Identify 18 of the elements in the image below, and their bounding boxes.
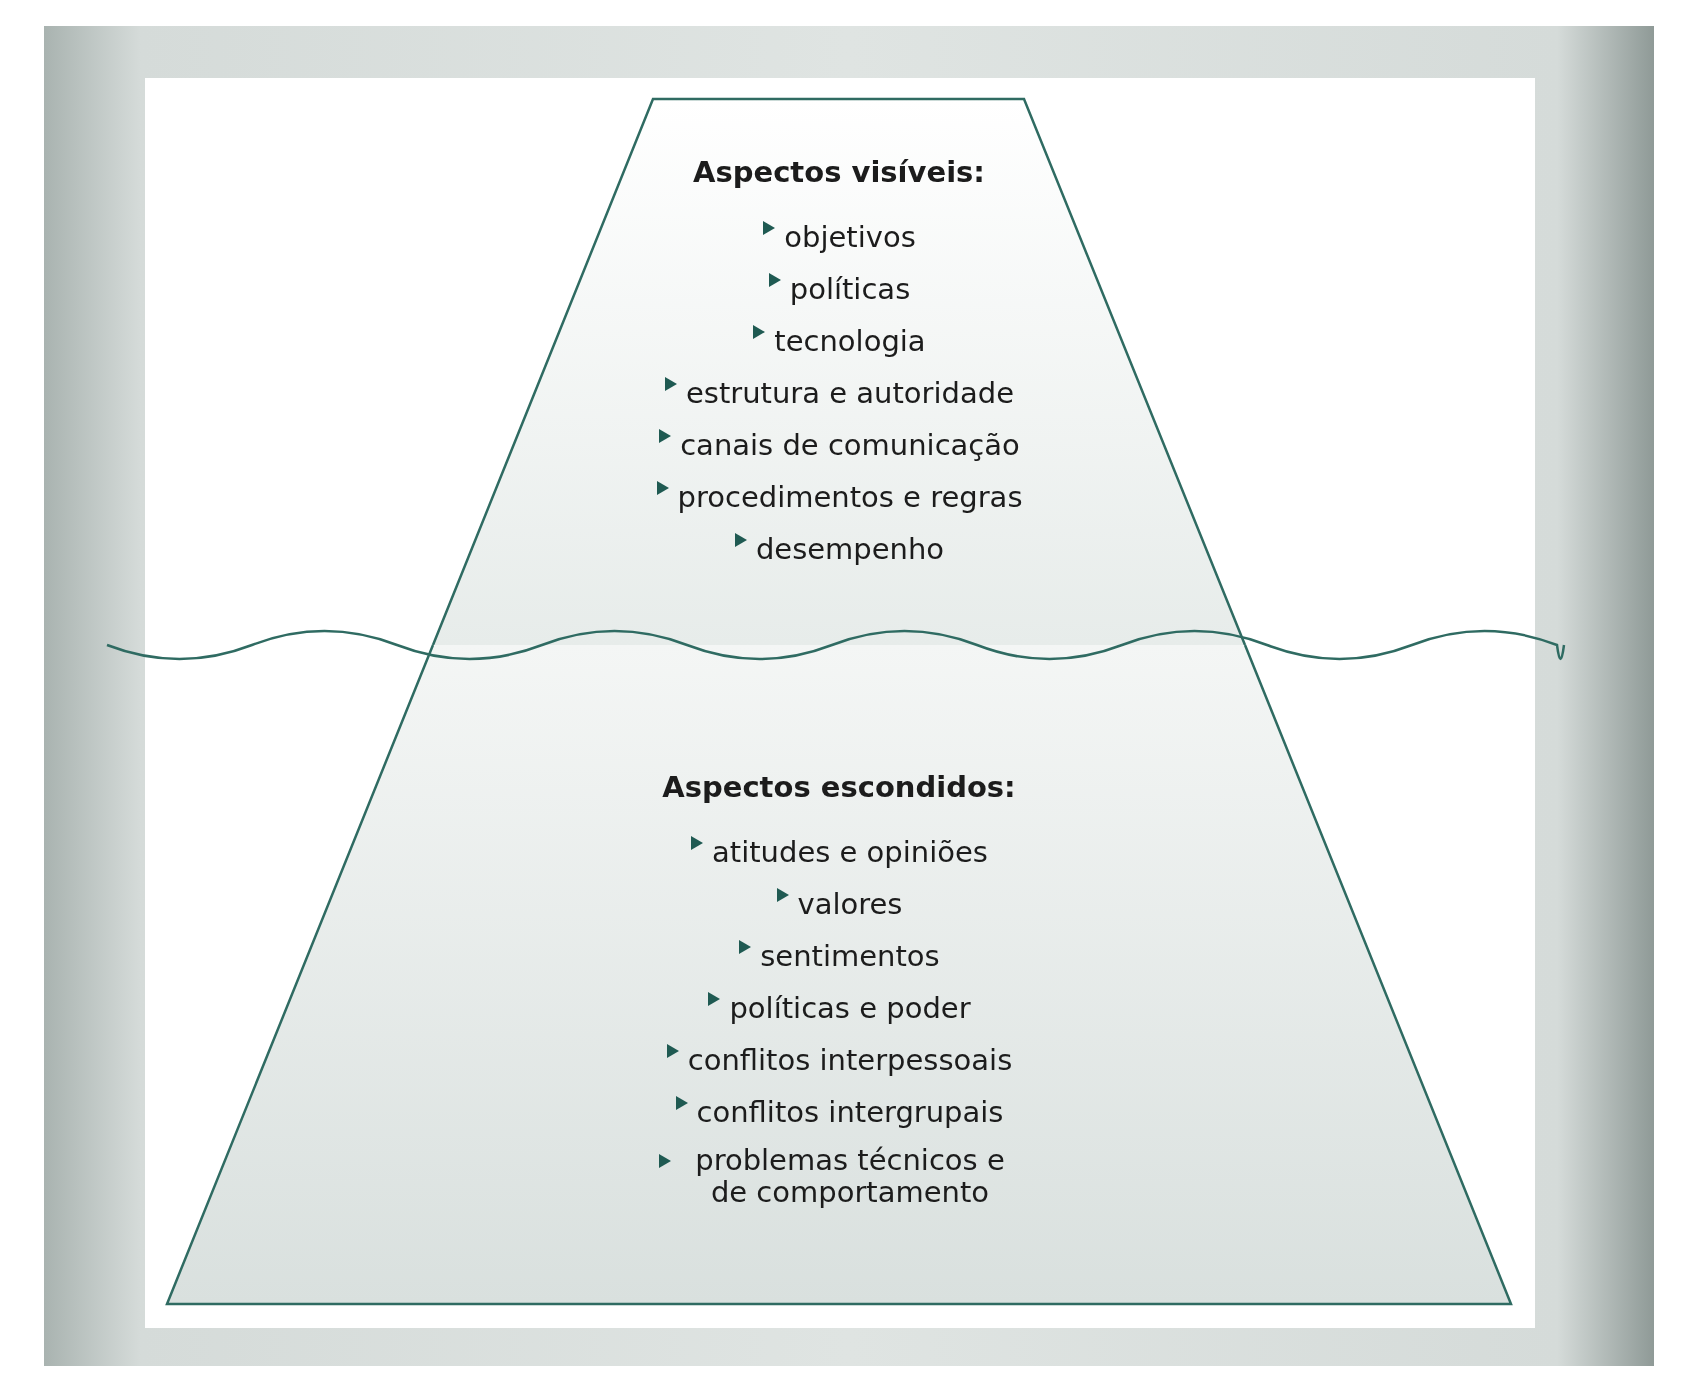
list-item: desempenho: [755, 533, 945, 565]
list-item: sentimentos: [760, 940, 940, 972]
section-heading: Aspectos escondidos:: [662, 770, 1016, 804]
list-item: estrutura e autoridade: [686, 377, 1014, 409]
list-item: problemas técnicos e de comportamento: [694, 1144, 1006, 1208]
list-item: atitudes e opiniões: [712, 836, 988, 868]
list-item: canais de comunicação: [680, 429, 1020, 461]
list-item: conflitos intergrupais: [696, 1096, 1004, 1128]
list-item: procedimentos e regras: [677, 481, 1023, 513]
section-heading: Aspectos visíveis:: [693, 155, 985, 189]
iceberg-top: [433, 99, 1245, 645]
list-item: tecnologia: [774, 325, 926, 357]
list-item: objetivos: [784, 221, 916, 253]
list-item: valores: [797, 888, 903, 920]
list-item: conflitos interpessoais: [687, 1044, 1013, 1076]
iceberg-bottom: [167, 645, 1511, 1304]
list-item: políticas: [789, 273, 911, 305]
list-item: políticas e poder: [729, 992, 971, 1024]
